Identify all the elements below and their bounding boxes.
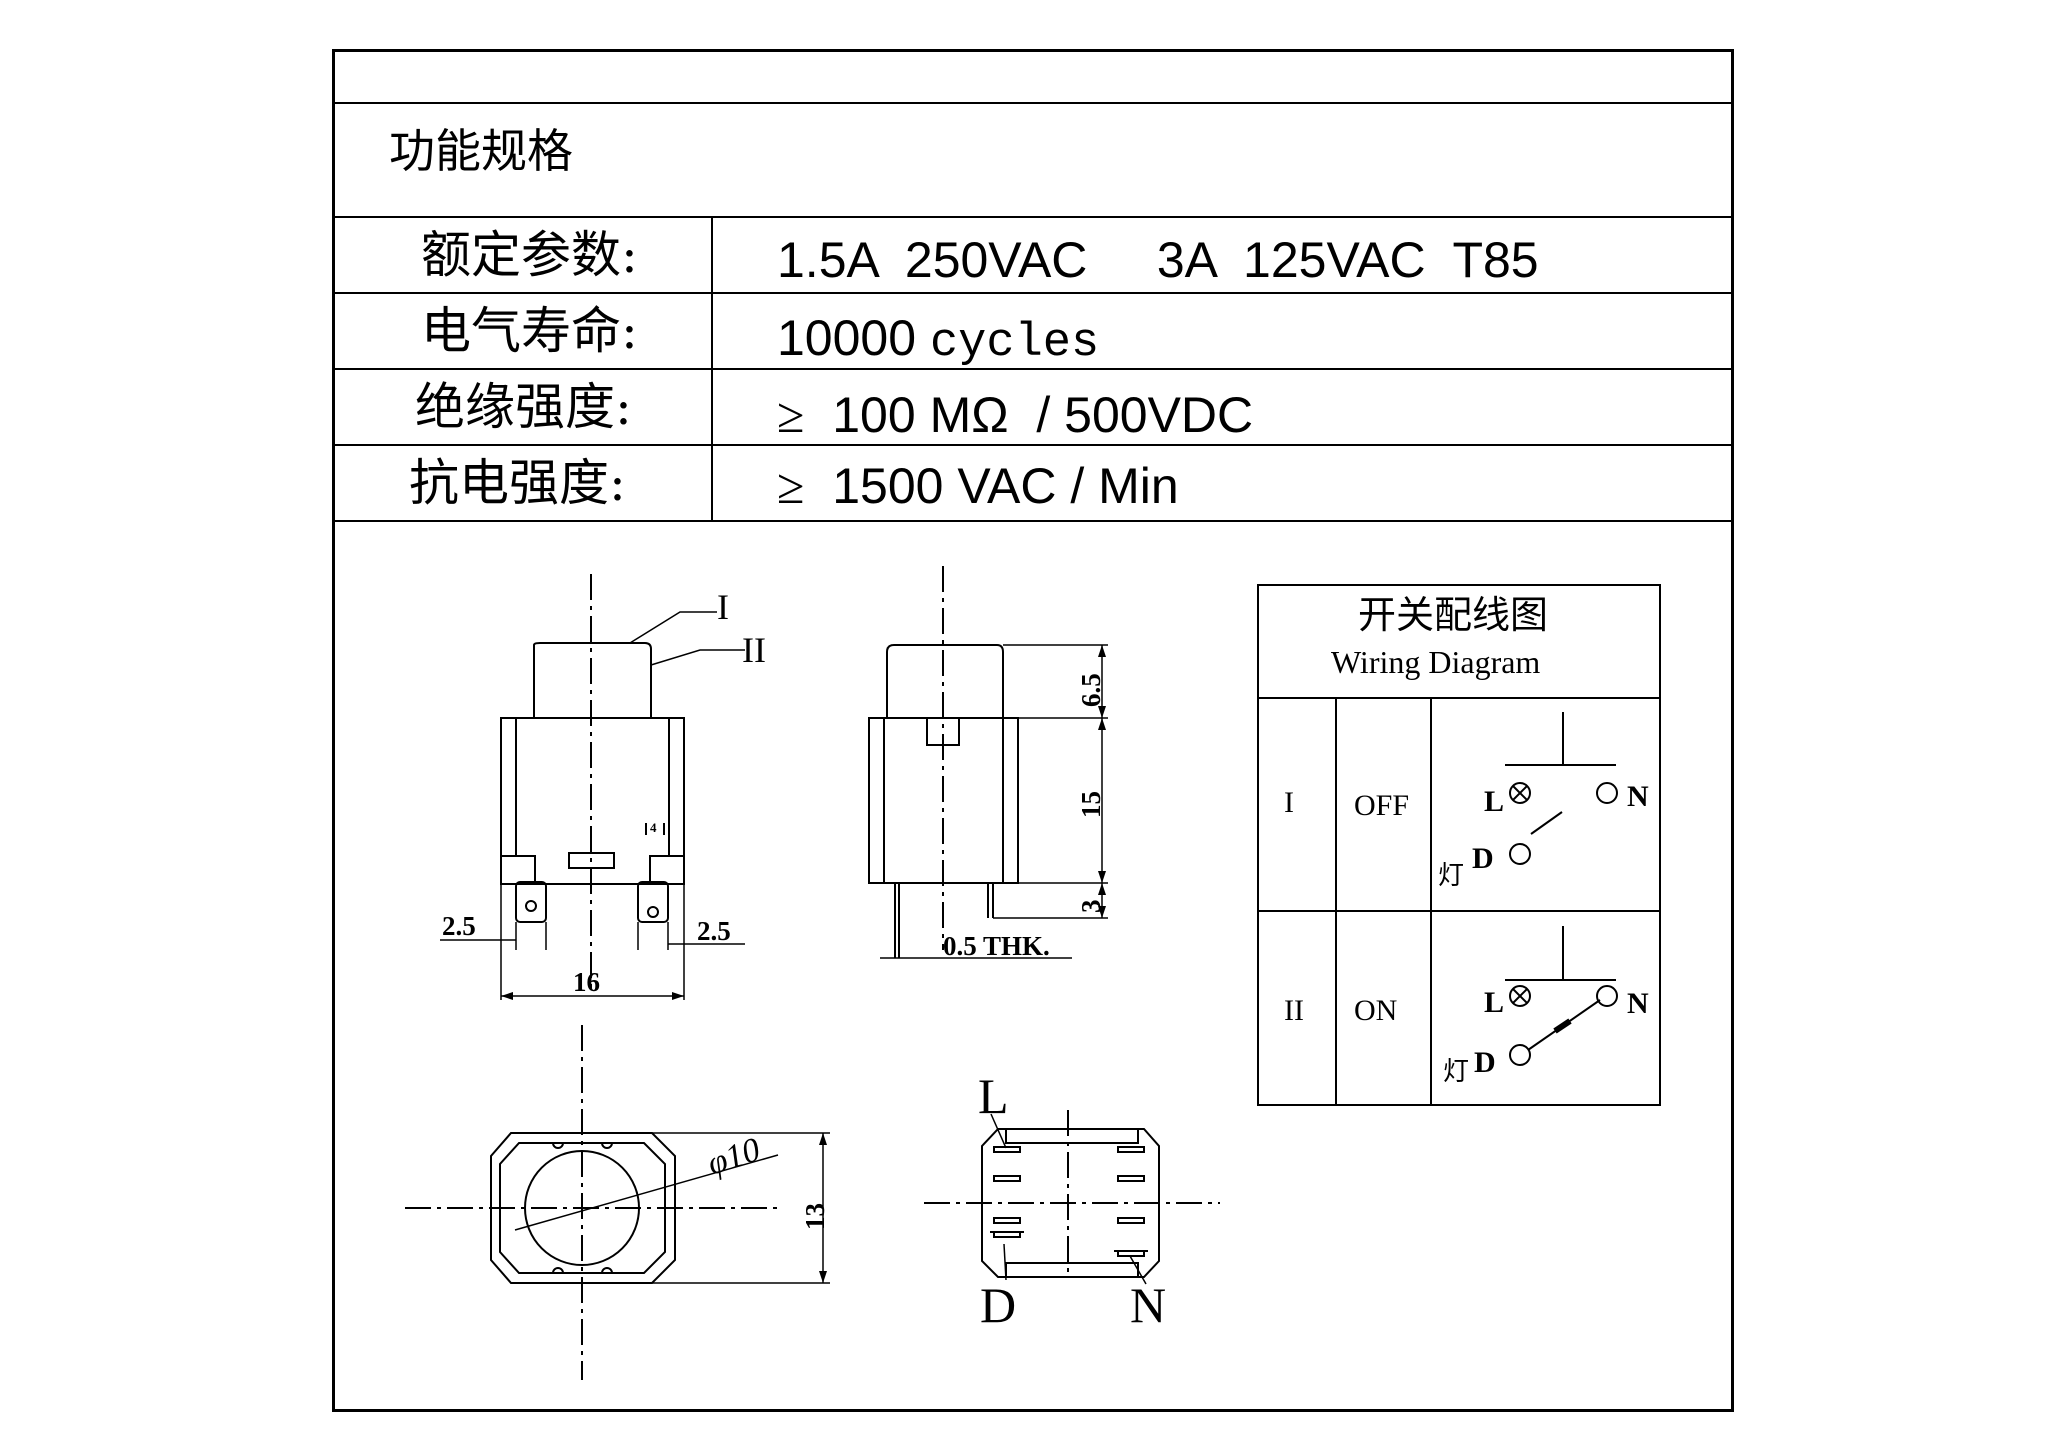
divider bbox=[335, 102, 1731, 104]
wiring-pos-1: I bbox=[1284, 786, 1294, 819]
spec-value-rating: 1.5A 250VAC 3A 125VAC T85 bbox=[777, 232, 1539, 288]
terminal-N: N bbox=[1627, 780, 1649, 813]
dim-right: 2.5 bbox=[697, 916, 731, 946]
terminal-L: L bbox=[1484, 986, 1504, 1019]
pin-label-L: L bbox=[978, 1068, 1009, 1124]
pin-label-N: N bbox=[1130, 1277, 1166, 1333]
dim-small: 4 bbox=[650, 820, 657, 835]
terminal-L: L bbox=[1484, 785, 1504, 818]
lamp-label: 灯 bbox=[1438, 861, 1464, 890]
wiring-pos-2: II bbox=[1284, 994, 1304, 1027]
spec-label-insulation: 绝缘强度: bbox=[415, 378, 632, 436]
dim-top: 6.5 bbox=[1076, 673, 1106, 707]
wiring-state-2: ON bbox=[1354, 994, 1397, 1027]
dim-mid: 15 bbox=[1076, 791, 1106, 818]
terminal-N: N bbox=[1627, 987, 1649, 1020]
column-divider bbox=[711, 216, 713, 520]
bottom-view bbox=[924, 1110, 1220, 1285]
wiring-diagram-table bbox=[1257, 584, 1661, 1106]
spec-value-dielectric: ≥ 1500 VAC / Min bbox=[777, 461, 1179, 511]
dim-diameter: φ10 bbox=[703, 1131, 765, 1183]
dimension-arrows bbox=[501, 645, 1106, 1283]
lead-label-2: II bbox=[742, 630, 766, 670]
life-unit: cycles bbox=[929, 317, 1100, 370]
wiring-title-en: Wiring Diagram bbox=[1331, 644, 1540, 680]
dim-thickness: 0.5 THK. bbox=[943, 931, 1050, 961]
wiring-state-1: OFF bbox=[1354, 789, 1409, 822]
divider bbox=[335, 292, 1731, 294]
spec-sheet-frame: 功能规格 额定参数: 1.5A 250VAC 3A 125VAC T85 电气寿… bbox=[332, 49, 1734, 1412]
gte-symbol: ≥ bbox=[777, 387, 805, 443]
divider bbox=[335, 216, 1731, 218]
dim-bottom: 3 bbox=[1076, 900, 1106, 914]
gte-symbol: ≥ bbox=[777, 458, 805, 514]
dielectric-text: 1500 VAC / Min bbox=[832, 458, 1179, 514]
top-view bbox=[405, 1025, 830, 1380]
insulation-text: 100 MΩ / 500VDC bbox=[832, 387, 1254, 443]
side-view bbox=[868, 566, 1108, 959]
dim-left: 2.5 bbox=[442, 911, 476, 941]
lamp-label: 灯 bbox=[1443, 1057, 1469, 1086]
section-title: 功能规格 bbox=[389, 124, 573, 178]
wiring-title-cn: 开关配线图 bbox=[1358, 595, 1548, 637]
pin-label-D: D bbox=[980, 1277, 1016, 1333]
spec-label-rating: 额定参数: bbox=[421, 226, 638, 284]
life-number: 10000 bbox=[777, 310, 917, 366]
terminal-D: D bbox=[1474, 1046, 1496, 1079]
drawing-labels: I II 2.5 2.5 16 4 6.5 15 3 0.5 THK. φ10 … bbox=[442, 587, 1649, 1333]
lead-label-1: I bbox=[717, 587, 729, 627]
divider bbox=[335, 368, 1731, 370]
front-view bbox=[440, 574, 745, 1000]
dim-width: 16 bbox=[573, 967, 600, 997]
dim-height: 13 bbox=[800, 1203, 830, 1230]
spec-value-electrical-life: 10000 cycles bbox=[777, 313, 1099, 367]
spec-label-dielectric: 抗电强度: bbox=[409, 454, 626, 512]
divider bbox=[335, 520, 1731, 522]
spec-label-electrical-life: 电气寿命: bbox=[421, 302, 638, 360]
terminal-D: D bbox=[1472, 842, 1494, 875]
spec-value-insulation: ≥ 100 MΩ / 500VDC bbox=[777, 390, 1253, 440]
divider bbox=[335, 444, 1731, 446]
